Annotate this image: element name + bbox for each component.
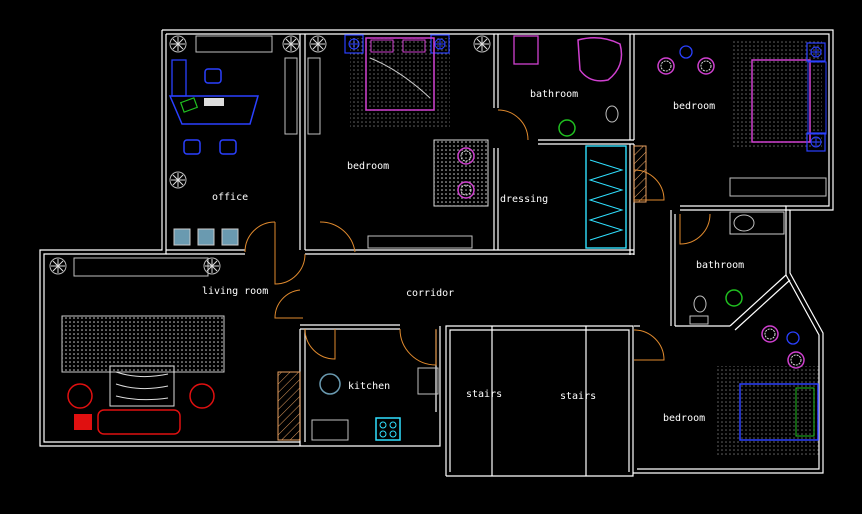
label-dressing: dressing [500, 194, 548, 205]
label-stairs-right: stairs [560, 391, 596, 402]
bedroom-main-furniture [309, 34, 491, 249]
stairs [491, 326, 587, 476]
label-living-room: living room [202, 286, 268, 297]
bedroom-right-furniture [657, 40, 827, 197]
label-bedroom-bottom: bedroom [663, 413, 705, 424]
interior-walls [166, 34, 791, 446]
living-room-furniture [49, 257, 225, 435]
label-bedroom-right: bedroom [673, 101, 715, 112]
label-bathroom-top: bathroom [530, 89, 578, 100]
bathroom-right-fixtures [689, 211, 785, 325]
bathroom-top-fixtures [513, 35, 623, 137]
bedroom-bottom-furniture [716, 325, 820, 456]
label-office: office [212, 192, 248, 203]
label-bathroom-right: bathroom [696, 260, 744, 271]
office-furniture [168, 35, 321, 246]
label-stairs-left: stairs [466, 389, 502, 400]
dressing-closet [585, 145, 647, 249]
label-kitchen: kitchen [348, 381, 390, 392]
label-corridor: corridor [406, 288, 454, 299]
label-bedroom-main: bedroom [347, 161, 389, 172]
kitchen-furniture [277, 367, 439, 441]
